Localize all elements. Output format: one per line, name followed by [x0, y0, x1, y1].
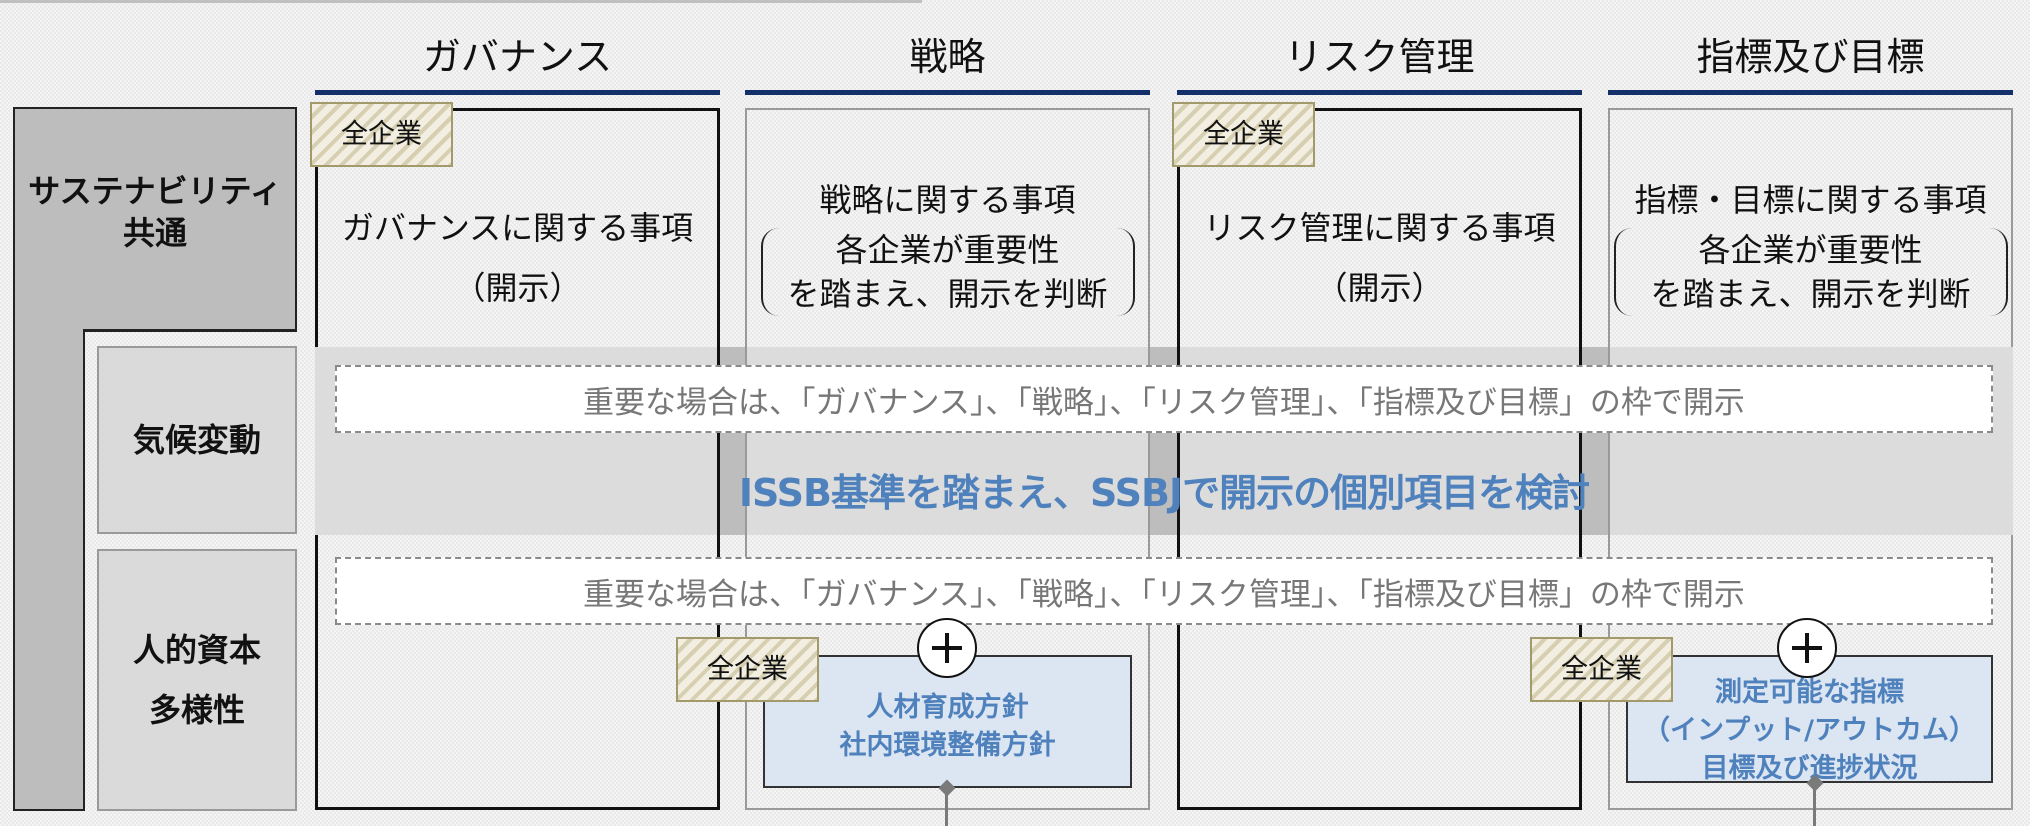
bracket-line: 各企業が重要性 [835, 231, 1060, 269]
bracket-line: を踏まえ、開示を判断 [1650, 275, 1971, 313]
column-title-governance: ガバナンス [422, 35, 613, 79]
box-line: （インプット/アウトカム） [1642, 715, 1977, 746]
strategy-matters: 戦略に関する事項 各企業が重要性 を踏まえ、開示を判断 [745, 178, 1150, 316]
column-edge [745, 347, 747, 535]
risk-disclosure-note: （開示） [1315, 269, 1444, 307]
column-title-metrics: 指標及び目標 [1696, 35, 1925, 79]
all-companies-badge: 全企業 [1172, 102, 1315, 167]
materiality-bracket: 各企業が重要性 を踏まえ、開示を判断 [760, 228, 1135, 316]
plus-circle-icon [917, 618, 977, 678]
connector-line [945, 788, 948, 826]
bracket-line: を踏まえ、開示を判断 [787, 275, 1108, 313]
plus-circle-icon [1777, 618, 1837, 678]
climate-disclosure-note: 重要な場合は、「ガバナンス」、「戦略」、「リスク管理」、「指標及び目標」の枠で開… [335, 365, 1993, 433]
header-underline [315, 90, 720, 95]
metrics-matters: 指標・目標に関する事項 各企業が重要性 を踏まえ、開示を判断 [1608, 178, 2013, 316]
label-text: 気候変動 [132, 421, 261, 459]
governance-matters-title: ガバナンスに関する事項 [341, 209, 694, 247]
bracket-line: 各企業が重要性 [1698, 231, 1923, 269]
box-line: 社内環境整備方針 [839, 729, 1056, 761]
all-companies-badge: 全企業 [676, 637, 819, 702]
column-title-strategy: 戦略 [909, 35, 986, 79]
box-line: 人材育成方針 [866, 691, 1029, 723]
common-label-bar [13, 329, 85, 811]
human-capital-disclosure-note: 重要な場合は、「ガバナンス」、「戦略」、「リスク管理」、「指標及び目標」の枠で開… [335, 557, 1993, 625]
note-text: 重要な場合は、「ガバナンス」、「戦略」、「リスク管理」、「指標及び目標」の枠で開… [583, 576, 1745, 613]
header-underline [745, 90, 1150, 95]
governance-matters: ガバナンスに関する事項 （開示） [315, 206, 720, 310]
l-shape-edge [83, 329, 297, 332]
common-label-panel [13, 107, 297, 331]
box-line: 測定可能な指標 [1715, 677, 1904, 708]
column-edge [1608, 347, 1610, 535]
risk-matters-title: リスク管理に関する事項 [1203, 209, 1556, 247]
l-shape-edge [295, 107, 297, 332]
risk-matters: リスク管理に関する事項 （開示） [1177, 206, 1582, 310]
materiality-bracket: 各企業が重要性 を踏まえ、開示を判断 [1613, 228, 2008, 316]
row-label-human-capital: 人的資本 多様性 [97, 549, 297, 811]
note-text: 重要な場合は、「ガバナンス」、「戦略」、「リスク管理」、「指標及び目標」の枠で開… [583, 384, 1745, 421]
label-line: サステナビリティ [28, 172, 282, 210]
connector-line [1813, 783, 1816, 826]
all-companies-badge: 全企業 [1530, 637, 1673, 702]
column-edge [1579, 347, 1582, 535]
all-companies-badge: 全企業 [310, 102, 453, 167]
label-line: 多様性 [148, 691, 245, 729]
column-edge [1148, 347, 1150, 535]
column-edge [1177, 347, 1180, 535]
metrics-matters-title: 指標・目標に関する事項 [1634, 181, 1987, 219]
governance-disclosure-note: （開示） [453, 269, 582, 307]
column-title-risk: リスク管理 [1284, 35, 1475, 79]
row-label-climate: 気候変動 [97, 346, 297, 534]
strategy-matters-title: 戦略に関する事項 [819, 181, 1076, 219]
l-shape-edge [83, 329, 85, 811]
label-line: 人的資本 [132, 631, 261, 669]
top-strip [0, 0, 922, 3]
row-label-sustainability-common: サステナビリティ 共通 [13, 170, 297, 254]
column-edge [717, 347, 720, 535]
header-underline [1177, 90, 1582, 95]
label-line: 共通 [122, 214, 187, 252]
header-underline [1608, 90, 2013, 95]
issb-main-text: ISSB基準を踏まえ、SSBJで開示の個別項目を検討 [738, 471, 1590, 515]
